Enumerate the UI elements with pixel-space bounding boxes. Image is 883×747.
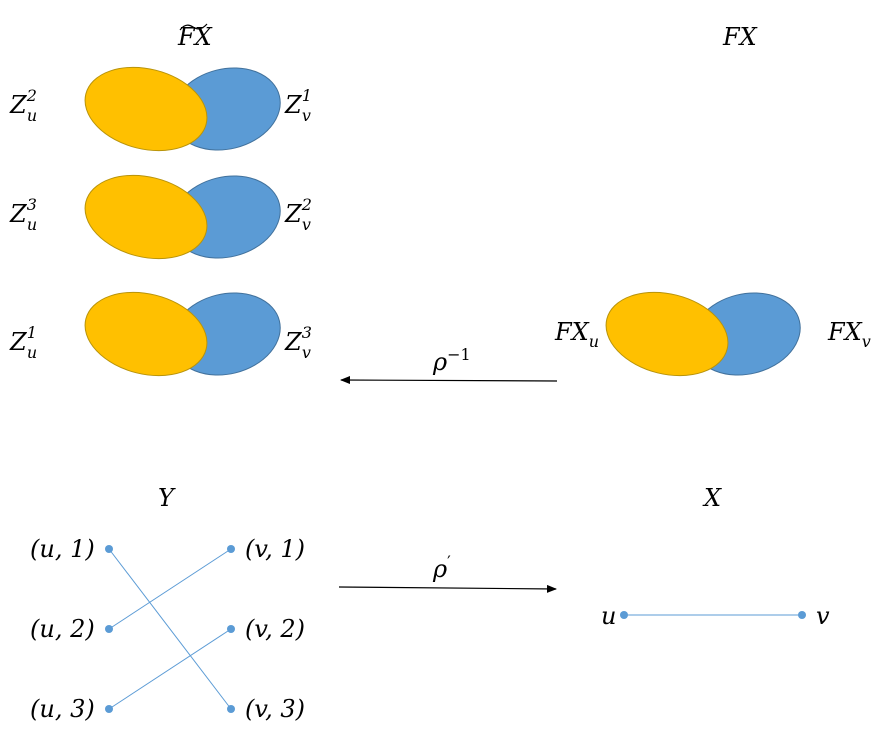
label-rho-inverse: ρ−1 (432, 345, 471, 376)
yellow-ellipse (84, 174, 208, 260)
base-node-u (620, 611, 628, 619)
base-label-v: v (816, 602, 830, 630)
arrow-rho-inverse (340, 376, 558, 385)
yellow-ellipse (84, 66, 208, 152)
label-v3: (v, 3) (245, 695, 305, 723)
label-rho-prime: ρ′ (432, 552, 451, 583)
cover-pair-2 (84, 174, 281, 260)
yellow-ellipse (84, 291, 208, 377)
label-u1: (u, 1) (30, 535, 95, 563)
svg-text:FX: FX (177, 23, 213, 51)
cover-space-title: FX (177, 23, 213, 51)
label-fx-u: FXu (554, 318, 599, 351)
arrow-rho-prime (338, 584, 557, 593)
label-v1: (v, 1) (245, 535, 305, 563)
cover-pair-3 (84, 291, 281, 377)
edge-u1-v3 (108, 548, 232, 710)
edge-u2-v1 (108, 548, 232, 630)
cover-graph-title: Y (158, 484, 176, 512)
edge-u3-v2 (108, 628, 232, 710)
cover-pair-1 (84, 66, 281, 152)
label-v2: (v, 2) (245, 615, 305, 643)
base-pair (605, 291, 801, 377)
label-u3: (u, 3) (30, 695, 95, 723)
node-v1 (227, 545, 235, 553)
base-space-title: FX (722, 23, 758, 51)
cover-graph-edges (108, 548, 232, 710)
node-u1 (105, 545, 113, 553)
base-node-v (798, 611, 806, 619)
node-v2 (227, 625, 235, 633)
node-v3 (227, 705, 235, 713)
label-fx-v: FXv (827, 318, 871, 351)
label-u2: (u, 2) (30, 615, 95, 643)
cover-graph-nodes (105, 545, 235, 713)
node-u3 (105, 705, 113, 713)
node-u2 (105, 625, 113, 633)
base-graph-title: X (702, 484, 722, 512)
yellow-ellipse (605, 291, 729, 377)
base-label-u: u (601, 602, 616, 630)
